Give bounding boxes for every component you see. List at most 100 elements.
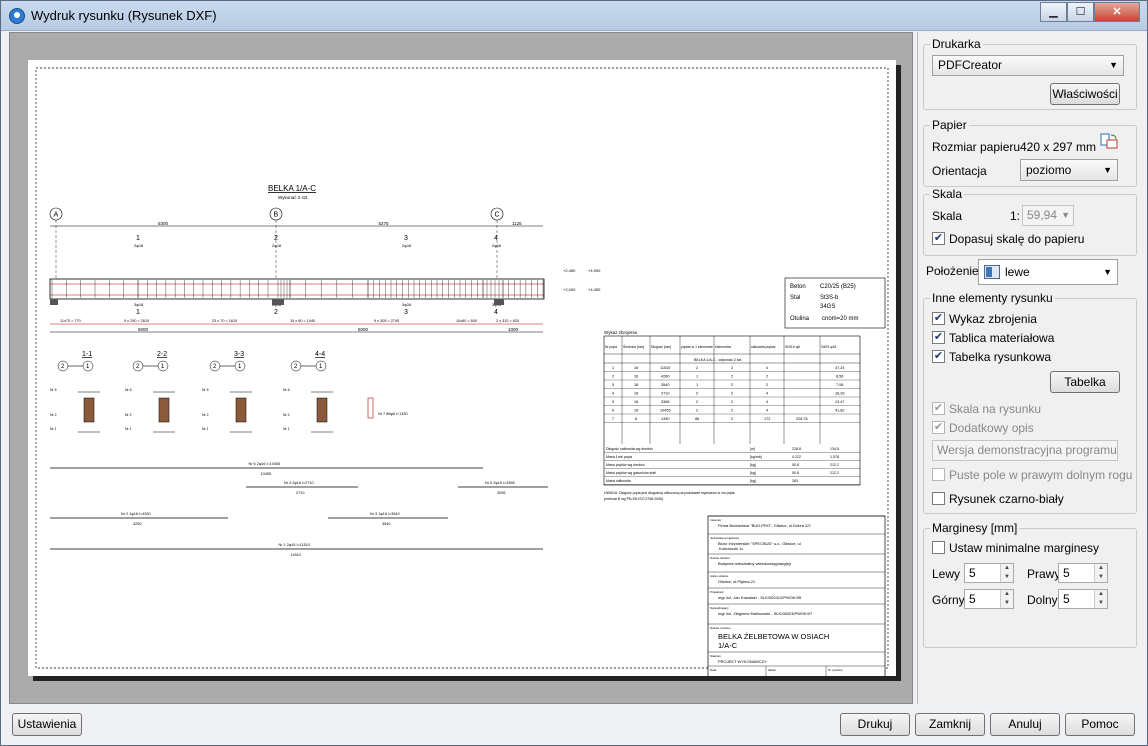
black-white-checkbox[interactable]: [932, 492, 945, 505]
rotate-paper-icon[interactable]: [1100, 133, 1118, 151]
help-button[interactable]: Pomoc: [1065, 713, 1135, 736]
table-cell: 7,08: [836, 383, 843, 387]
extra-description-checkbox[interactable]: ✔: [932, 421, 945, 434]
section-bar-label: Nr 1: [283, 427, 290, 431]
tablica-checkbox[interactable]: ✔: [932, 331, 945, 344]
table-header-cell: elementów: [715, 345, 732, 349]
title-block-key: Stadium: [710, 654, 722, 658]
title-block-value: PROJEKT WYKONAWCZY: [718, 659, 767, 664]
chevron-down-icon: ▼: [1109, 60, 1118, 70]
table-cell: 7: [612, 417, 614, 421]
section-title: 2-2: [157, 351, 167, 358]
stirrup-dim-text: 15 x 60 = 1440: [290, 319, 315, 323]
table-summary-unit: [m]: [750, 447, 755, 451]
maximize-button[interactable]: ☐: [1067, 2, 1094, 22]
section-bubble-num: 1: [86, 364, 90, 370]
section-bar-label: Nr 2: [202, 413, 209, 417]
table-cell: 13,47: [835, 400, 845, 404]
section-bubble-num: 1: [319, 364, 323, 370]
settings-button[interactable]: Ustawienia: [12, 713, 82, 736]
other-elements-group: Inne elementy rysunku ✔ Wykaz zbrojenia …: [923, 291, 1137, 514]
dim-text-top: 1125: [512, 221, 522, 226]
table-cell: 3: [612, 383, 614, 387]
printer-select[interactable]: PDFCreator ▼: [932, 55, 1124, 76]
table-header-cell: całkowita prętów: [751, 345, 776, 349]
table-cell: 228,76: [796, 417, 808, 421]
scale-on-drawing-checkbox[interactable]: ✔: [932, 402, 945, 415]
table-cell: 47,24: [835, 366, 845, 370]
table-cell: 2: [696, 400, 698, 404]
table-header-cell: Średnica [mm]: [623, 344, 644, 349]
table-cell: 1: [612, 366, 614, 370]
elevation-label: +4,450: [588, 287, 601, 292]
table-cell: 1: [696, 375, 698, 379]
table-cell: 16: [634, 383, 638, 387]
close-window-button[interactable]: ✕: [1094, 2, 1140, 22]
min-margins-checkbox[interactable]: [932, 541, 945, 554]
tabelka-label: Tabelka rysunkowa: [949, 350, 1052, 364]
table-cell: 4: [612, 392, 614, 396]
fit-scale-checkbox[interactable]: ✔: [932, 232, 945, 245]
printer-group: Drukarka PDFCreator▼ Właściwości: [923, 37, 1137, 110]
stirrup-dim-text: 2 x 310 = 620: [496, 319, 519, 323]
stirrup-dim-text: 11x70 = 770: [60, 319, 81, 323]
bar-shape-label: Nr 5 2φ16 l=3368: [485, 481, 515, 485]
table-cell: 1330: [661, 417, 669, 421]
title-block-key: Inwestor: [710, 518, 721, 522]
table-cell: 4: [766, 400, 768, 404]
table-cell: 10455: [660, 409, 671, 413]
material-label-otulina: Otulina: [790, 316, 810, 322]
position-select[interactable]: lewe▼: [978, 259, 1118, 285]
scale-label: Skala: [932, 209, 963, 223]
black-white-label: Rysunek czarno-biały: [949, 492, 1064, 506]
top-margin-input[interactable]: 5▲▼: [964, 589, 1014, 609]
tabelka-checkbox[interactable]: ✔: [932, 350, 945, 363]
print-button[interactable]: Drukuj: [840, 713, 910, 736]
right-margin-input[interactable]: 5▲▼: [1058, 563, 1108, 583]
dim-text-top: 5300: [158, 221, 169, 226]
description-input[interactable]: Wersja demonstracyjna programu: [932, 440, 1118, 461]
scale-input[interactable]: 59,94▼: [1022, 205, 1074, 226]
title-bar: Wydruk rysunku (Rysunek DXF) ▁ ☐ ✕: [1, 1, 1147, 31]
title-block-value: Budynek mieszkalny wielokondygnacyjny: [718, 561, 791, 566]
table-summary-label: Masa prętów wg średnic: [606, 463, 645, 467]
section-body: [83, 397, 95, 423]
title-block-key: Nazwa obiektu: [710, 556, 730, 560]
table-summary-unit: [kg]: [750, 479, 756, 483]
cancel-button[interactable]: Anuluj: [990, 713, 1060, 736]
spin-up-icon: ▲: [1000, 590, 1013, 599]
bar-label-top: 2φ16: [134, 243, 144, 248]
beam-title: BELKA 1/A-C: [268, 184, 316, 193]
empty-field-checkbox[interactable]: [932, 468, 945, 481]
section-bubble-num: 2: [136, 364, 140, 370]
spin-up-icon: ▲: [1094, 564, 1107, 573]
tabelka-button[interactable]: Tabelka: [1050, 371, 1120, 393]
table-cell: 2: [731, 400, 733, 404]
table-cell: 8,56: [836, 375, 843, 379]
orientation-label: Orientacja: [932, 164, 987, 178]
section-bar-label: Nr 1: [125, 427, 132, 431]
table-cell: 2: [766, 375, 768, 379]
bottom-margin-input[interactable]: 5▲▼: [1058, 589, 1108, 609]
table-note-2: (metoda B wg PN-EN ISO 3766:2006): [604, 497, 663, 501]
left-margin-input[interactable]: 5▲▼: [964, 563, 1014, 583]
table-header-cell: Długość [mm]: [651, 345, 671, 349]
extra-description-label: Dodatkowy opis: [949, 421, 1034, 435]
spin-down-icon: ▼: [1000, 573, 1013, 582]
dim-text-bottom: 5000: [358, 327, 369, 332]
properties-button[interactable]: Właściwości: [1050, 83, 1120, 105]
printer-value: PDFCreator: [938, 58, 1003, 72]
left-margin-label: Lewy: [932, 567, 961, 581]
position-label: Położenie: [926, 264, 979, 278]
title-block-drawing-name-2: 1/A-C: [718, 641, 738, 650]
wykaz-checkbox[interactable]: ✔: [932, 312, 945, 325]
orientation-select[interactable]: poziomo▼: [1020, 159, 1118, 181]
close-button[interactable]: Zamknij: [915, 713, 985, 736]
layout-left-icon: [984, 265, 1000, 279]
minimize-button[interactable]: ▁: [1040, 2, 1067, 22]
section-mark-top: 3: [404, 235, 408, 242]
table-cell: 1: [696, 383, 698, 387]
table-summary-unit: [kg/mb]: [750, 455, 762, 459]
stirrup-dim-text: 23 x 70 = 1610: [212, 319, 237, 323]
table-cell: 86: [695, 417, 699, 421]
